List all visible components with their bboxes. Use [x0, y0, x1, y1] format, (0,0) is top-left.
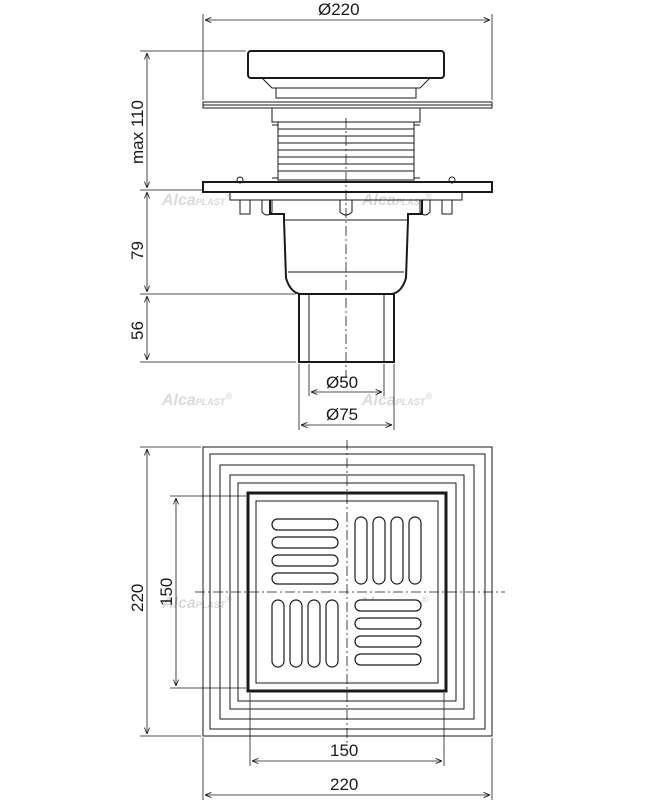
svg-text:AlcaPLAST®: AlcaPLAST®: [161, 191, 232, 209]
cap-collar: [275, 87, 417, 99]
slots-bottom-left: [271, 599, 339, 668]
slots-bottom-right: [354, 599, 422, 666]
side-view: Ø220 max 110 79 56 Ø50 Ø75: [128, 0, 493, 430]
cap-skirt: [261, 77, 431, 89]
dim-outer-height: 220: [128, 584, 147, 612]
dim-outer-width: 220: [330, 775, 358, 794]
watermark-mid-left: AlcaPLAST®: [161, 391, 232, 409]
slots-top-left: [271, 518, 339, 585]
grate-frame: [246, 491, 448, 693]
top-view: 220 150 150 220: [128, 440, 505, 800]
svg-text:AlcaPLAST®: AlcaPLAST®: [161, 391, 232, 409]
dim-top-diameter: Ø220: [318, 0, 360, 19]
dim-outlet-outer: Ø75: [326, 405, 358, 424]
dim-outlet-height: 56: [128, 321, 147, 340]
lower-flange: [202, 176, 493, 216]
grate-cap: [247, 50, 445, 79]
slots-top-right: [354, 516, 422, 585]
dim-body-height: 79: [128, 241, 147, 260]
outer-frame: [202, 446, 493, 737]
dim-max-height: max 110: [128, 100, 147, 164]
dim-outlet-inner: Ø50: [326, 373, 358, 392]
watermark-top-left: AlcaPLAST®: [161, 191, 232, 209]
svg-text:AlcaPLAST®: AlcaPLAST®: [361, 391, 432, 409]
watermark-mid-right: AlcaPLAST®: [361, 391, 432, 409]
dim-inner-width: 150: [330, 741, 358, 760]
outlet-pipe: [298, 293, 395, 363]
dim-inner-height: 150: [157, 578, 176, 606]
